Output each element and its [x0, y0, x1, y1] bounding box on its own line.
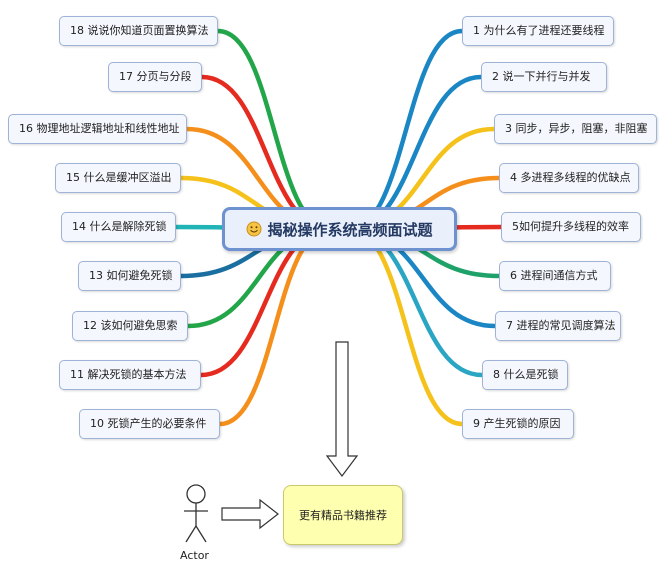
right-topic-node[interactable]: 9 产生死锁的原因 — [462, 409, 574, 439]
left-topic-node[interactable]: 11 解决死锁的基本方法 — [59, 360, 201, 390]
down-arrow-icon — [325, 341, 359, 477]
left-topic-node[interactable]: 15 什么是缓冲区溢出 — [55, 163, 181, 193]
left-topic-node[interactable]: 16 物理地址逻辑地址和线性地址 — [8, 114, 187, 144]
right-topic-node[interactable]: 5如何提升多线程的效率 — [501, 212, 641, 242]
center-title: 揭秘操作系统高频面试题 — [267, 220, 433, 239]
left-topic-node[interactable]: 18 说说你知道页面置换算法 — [59, 16, 218, 46]
left-topic-node[interactable]: 10 死锁产生的必要条件 — [79, 409, 220, 439]
left-topic-node[interactable]: 14 什么是解除死锁 — [61, 212, 176, 242]
right-topic-node[interactable]: 2 说一下并行与并发 — [481, 62, 607, 92]
left-topic-node[interactable]: 12 该如何避免思索 — [72, 311, 188, 341]
right-topic-node[interactable]: 3 同步，异步，阻塞，非阻塞 — [494, 114, 657, 144]
left-topic-node[interactable]: 13 如何避免死锁 — [78, 261, 181, 291]
right-topic-node[interactable]: 6 进程间通信方式 — [499, 261, 611, 291]
center-topic[interactable]: 揭秘操作系统高频面试题 — [222, 207, 457, 251]
book-recommendation-label: 更有精品书籍推荐 — [299, 509, 387, 522]
right-topic-node[interactable]: 7 进程的常见调度算法 — [495, 311, 621, 341]
smiley-icon — [246, 221, 262, 237]
actor-label: Actor — [180, 549, 209, 562]
right-arrow-icon — [221, 498, 279, 530]
left-topic-node[interactable]: 17 分页与分段 — [108, 62, 202, 92]
actor-icon — [184, 484, 208, 543]
right-topic-node[interactable]: 8 什么是死锁 — [482, 360, 568, 390]
right-topic-node[interactable]: 4 多进程多线程的优缺点 — [499, 163, 639, 193]
book-recommendation-note[interactable]: 更有精品书籍推荐 — [283, 485, 403, 545]
right-topic-node[interactable]: 1 为什么有了进程还要线程 — [462, 16, 614, 46]
